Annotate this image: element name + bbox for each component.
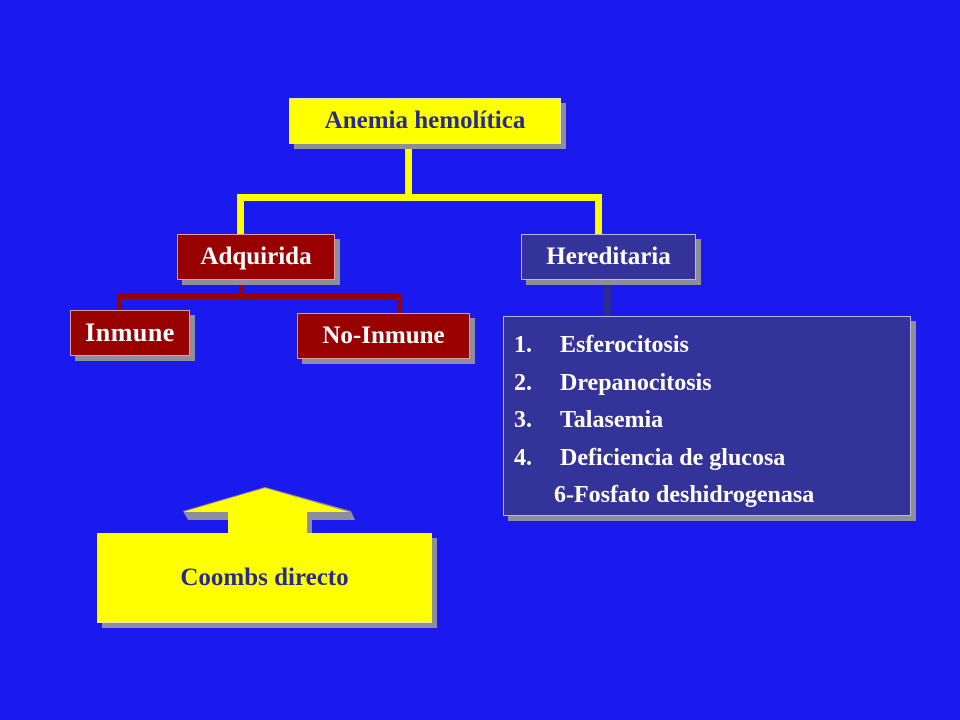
list-item-continuation: 6-Fosfato deshidrogenasa <box>554 482 815 508</box>
no-inmune-node: No-Inmune <box>297 313 470 359</box>
inmune-connector <box>117 293 122 310</box>
list-item-text: Talasemia <box>560 407 664 433</box>
list-item-number: 3. <box>514 407 532 433</box>
right-branch-connector <box>595 194 602 234</box>
list-item-number: 2. <box>514 369 532 396</box>
adquirida-connector-vertical <box>239 280 244 298</box>
list-item-number: 1. <box>514 332 532 358</box>
adquirida-node: Adquirida <box>177 234 335 280</box>
list-item-text: Drepanocitosis <box>560 369 712 396</box>
hereditaria-connector <box>604 280 611 316</box>
list-item: 4. Deficiencia de glucosa <box>514 440 910 478</box>
left-branch-connector <box>237 194 244 234</box>
list-item-number: 4. <box>514 444 532 471</box>
list-item: 2. Drepanocitosis <box>514 365 910 403</box>
no-inmune-connector <box>397 293 402 313</box>
list-item-text: Deficiencia de glucosa <box>560 444 786 471</box>
root-connector-vertical <box>405 144 412 198</box>
hereditary-list: 1. Esferocitosis 2. Drepanocitosis 3. Ta… <box>503 316 911 516</box>
list-item: 1. Esferocitosis <box>514 327 910 365</box>
inmune-node: Inmune <box>70 310 190 356</box>
hereditaria-node: Hereditaria <box>521 234 696 280</box>
list-item: 3. Talasemia <box>514 402 910 440</box>
coombs-directo-box: Coombs directo <box>97 533 432 623</box>
branch-connector-horizontal <box>237 194 602 201</box>
root-node: Anemia hemolítica <box>289 98 561 144</box>
list-item-text: Esferocitosis <box>560 332 689 358</box>
adquirida-connector-horizontal <box>117 293 402 299</box>
